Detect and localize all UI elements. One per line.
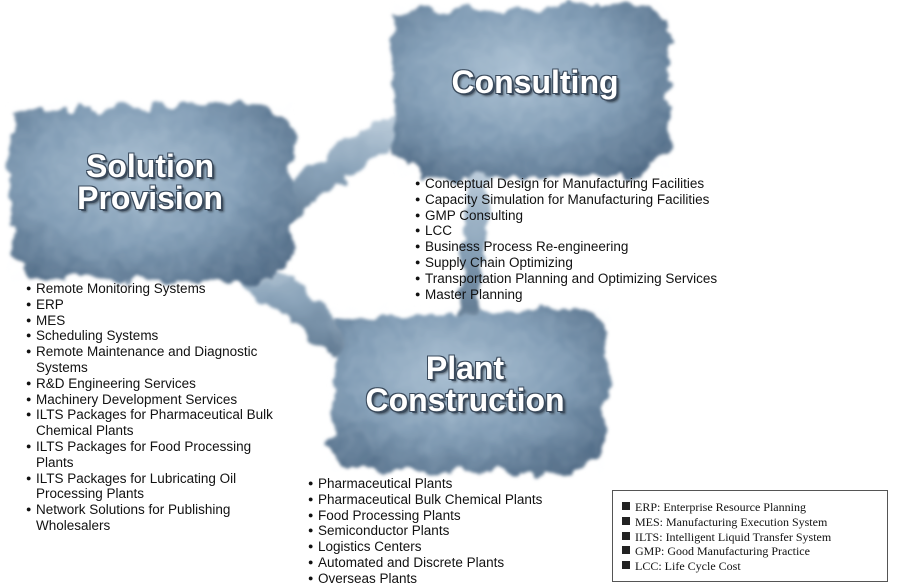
list-item: Network Solutions for Publishing Wholesa…: [26, 502, 286, 534]
legend-text: LCC: Life Cycle Cost: [635, 559, 741, 574]
list-item: Transportation Planning and Optimizing S…: [415, 271, 795, 287]
legend-entry: LCC: Life Cycle Cost: [622, 559, 887, 574]
consulting-title: Consulting: [410, 66, 660, 98]
legend-text: GMP: Good Manufacturing Practice: [635, 544, 810, 559]
square-bullet-icon: [622, 531, 630, 540]
solution-title-line-2: Provision: [77, 180, 223, 216]
square-bullet-icon: [622, 516, 630, 525]
plant-title-line-2: Construction: [365, 382, 565, 418]
consulting-block: [392, 4, 670, 178]
list-item: Automated and Discrete Plants: [308, 555, 608, 571]
solution-provision-title: Solution Provision: [40, 150, 260, 214]
square-bullet-icon: [622, 546, 630, 555]
list-item: Master Planning: [415, 287, 795, 303]
list-item: Overseas Plants: [308, 571, 608, 587]
legend-text: ILTS: Intelligent Liquid Transfer System: [635, 529, 832, 544]
plant-construction-block: [330, 308, 608, 472]
list-item: GMP Consulting: [415, 208, 795, 224]
consulting-title-line: Consulting: [451, 64, 619, 100]
solution-provision-block: [10, 102, 292, 282]
list-item: ILTS Packages for Food Processing Plants: [26, 439, 286, 471]
consulting-services-list: Conceptual Design for Manufacturing Faci…: [415, 176, 795, 302]
list-item: Conceptual Design for Manufacturing Faci…: [415, 176, 795, 192]
connector-solution-consulting: [262, 112, 408, 228]
list-item: ERP: [26, 297, 286, 313]
list-item: Pharmaceutical Bulk Chemical Plants: [308, 492, 608, 508]
list-item: Pharmaceutical Plants: [308, 476, 608, 492]
legend-entry: ERP: Enterprise Resource Planning: [622, 500, 887, 515]
abbreviation-legend: ERP: Enterprise Resource Planning MES: M…: [612, 490, 888, 582]
square-bullet-icon: [622, 561, 630, 570]
plant-construction-title: Plant Construction: [330, 352, 600, 416]
solution-title-line-1: Solution: [86, 148, 214, 184]
list-item: LCC: [415, 223, 795, 239]
legend-entry: ILTS: Intelligent Liquid Transfer System: [622, 530, 887, 545]
plant-construction-list: Pharmaceutical Plants Pharmaceutical Bul…: [308, 476, 608, 587]
list-item: ILTS Packages for Lubricating Oil Proces…: [26, 471, 286, 503]
list-item: Scheduling Systems: [26, 328, 286, 344]
plant-title-line-1: Plant: [425, 350, 505, 386]
legend-entry: GMP: Good Manufacturing Practice: [622, 544, 887, 559]
list-item: Capacity Simulation for Manufacturing Fa…: [415, 192, 795, 208]
list-item: Semiconductor Plants: [308, 523, 608, 539]
list-item: Supply Chain Optimizing: [415, 255, 795, 271]
list-item: Business Process Re-engineering: [415, 239, 795, 255]
list-item: Remote Monitoring Systems: [26, 281, 286, 297]
list-item: Machinery Development Services: [26, 392, 286, 408]
legend-text: MES: Manufacturing Execution System: [635, 514, 828, 529]
list-item: ILTS Packages for Pharmaceutical Bulk Ch…: [26, 407, 286, 439]
solution-provision-list: Remote Monitoring Systems ERP MES Schedu…: [26, 281, 286, 534]
legend-text: ERP: Enterprise Resource Planning: [635, 500, 806, 514]
list-item: MES: [26, 313, 286, 329]
square-bullet-icon: [622, 502, 630, 510]
legend-entry: MES: Manufacturing Execution System: [622, 515, 887, 530]
list-item: R&D Engineering Services: [26, 376, 286, 392]
list-item: Remote Maintenance and Diagnostic System…: [26, 344, 286, 376]
list-item: Logistics Centers: [308, 539, 608, 555]
list-item: Food Processing Plants: [308, 508, 608, 524]
